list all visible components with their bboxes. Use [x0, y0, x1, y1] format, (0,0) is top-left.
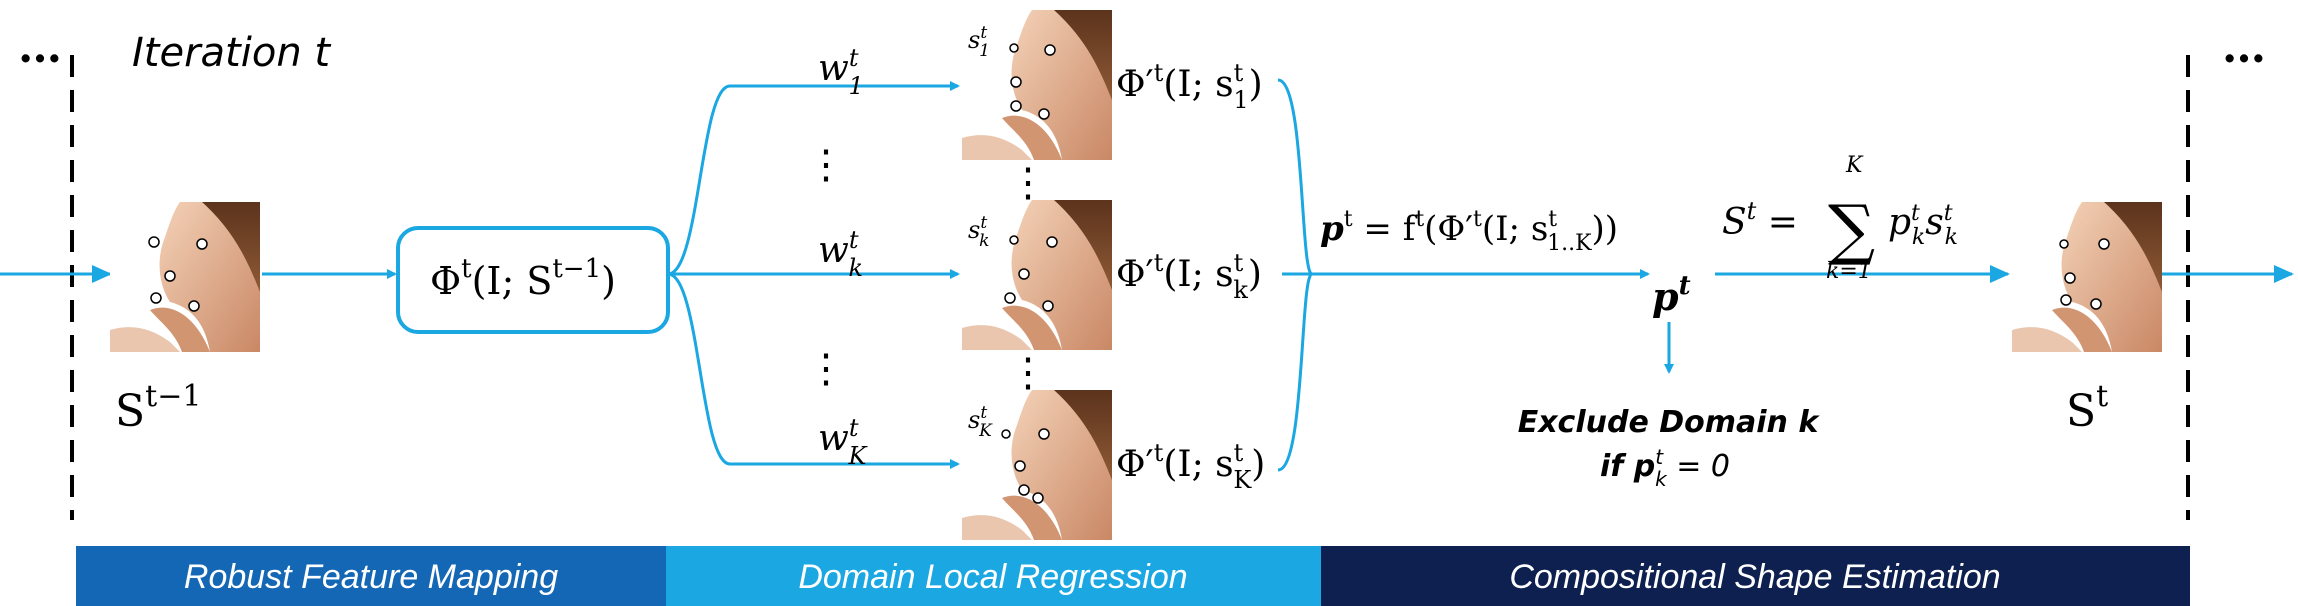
landmark-marker — [2060, 294, 2072, 306]
landmark-marker — [1038, 108, 1050, 120]
input-face-image — [110, 202, 260, 352]
feature-mapping-formula: Φt(I; St−1) — [430, 254, 616, 303]
vertical-ellipsis: ⋮ — [1008, 160, 1048, 206]
landmark-marker — [1010, 76, 1022, 88]
landmark-marker — [1010, 100, 1022, 112]
landmark-marker — [1014, 460, 1026, 472]
output-face-image — [2012, 202, 2162, 352]
stage-band-compositional-estimation — [1321, 546, 2190, 606]
vertical-ellipsis: ⋮ — [806, 142, 846, 188]
landmark-marker — [196, 238, 208, 250]
stage-band-feature-mapping — [76, 546, 666, 606]
stage-band-domain-regression — [666, 546, 1321, 606]
landmark-marker — [2059, 239, 2069, 249]
summation-upper: K — [1845, 153, 1864, 178]
landmark-marker — [188, 300, 200, 312]
landmark-marker — [2064, 272, 2076, 284]
branch-arrow-K — [667, 272, 960, 469]
exclude-note-line1: Exclude Domain k — [1518, 405, 1821, 440]
vertical-ellipsis: ⋮ — [806, 346, 846, 392]
summation-lower: k=1 — [1826, 259, 1872, 284]
feature-mapping-box — [396, 226, 670, 334]
summation-symbol: ∑ — [1828, 191, 1875, 268]
landmark-marker — [1038, 428, 1050, 440]
right-ellipsis: … — [2222, 22, 2266, 73]
stage-label-feature-mapping: Robust Feature Mapping — [184, 558, 558, 596]
landmark-marker — [1044, 44, 1056, 56]
merge-curve-1 — [1277, 78, 1314, 276]
landmark-marker — [148, 236, 160, 248]
landmark-marker — [1018, 484, 1030, 496]
merge-curve-K — [1277, 272, 1314, 472]
landmark-marker — [1001, 429, 1011, 439]
landmark-marker — [1004, 292, 1016, 304]
landmark-marker — [1042, 300, 1054, 312]
landmark-marker — [1032, 492, 1044, 504]
landmark-marker — [1018, 268, 1030, 280]
stage-label-compositional-estimation: Compositional Shape Estimation — [1509, 558, 2000, 596]
landmark-marker — [164, 270, 176, 282]
vertical-ellipsis: ⋮ — [1008, 350, 1048, 396]
composition-lhs: St = — [1722, 197, 1798, 243]
input-shape-label: St−1 — [115, 379, 201, 437]
landmark-marker — [2098, 238, 2110, 250]
branch-arrow-1 — [667, 81, 960, 276]
landmark-marker — [150, 292, 162, 304]
weight-vector-label: pt — [1652, 271, 1691, 319]
landmark-marker — [1046, 236, 1058, 248]
left-ellipsis: … — [18, 22, 62, 73]
landmark-marker — [1009, 43, 1019, 53]
iteration-title: Iteration t — [132, 30, 331, 76]
stage-label-domain-regression: Domain Local Regression — [798, 558, 1187, 596]
landmark-marker — [2090, 298, 2102, 310]
output-shape-label: St — [2066, 379, 2108, 437]
landmark-marker — [1009, 235, 1019, 245]
